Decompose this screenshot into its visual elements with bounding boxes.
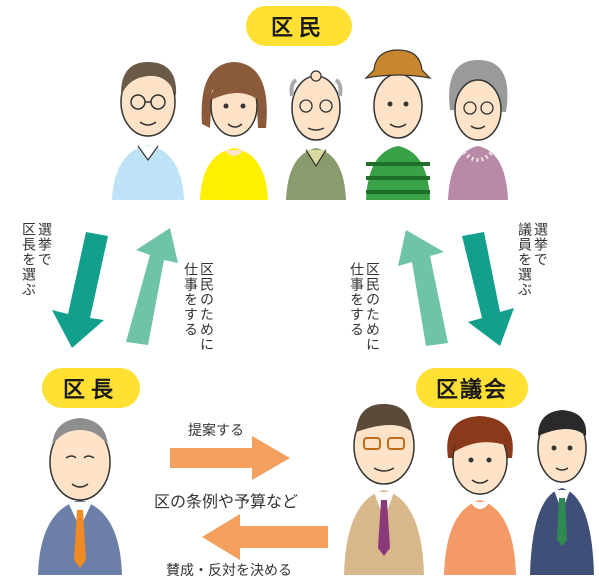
mayor-badge: 区長 xyxy=(42,368,140,408)
proposal-arrow xyxy=(170,436,290,480)
work-for-citizens-arrow-left xyxy=(126,228,178,345)
elect-assembly-arrow xyxy=(462,232,514,346)
mayor-label: 区長 xyxy=(62,378,119,403)
assembly-member-woman xyxy=(444,416,516,575)
citizens-label: 区民 xyxy=(270,16,327,41)
citizens-badge: 区民 xyxy=(246,6,352,46)
work-for-citizens-arrow-right xyxy=(398,230,448,346)
elect-mayor-label: 選挙で 区長を選ぶ xyxy=(20,222,52,297)
citizen-man-glasses xyxy=(112,62,184,200)
decision-arrow xyxy=(202,514,328,560)
assembly-member-glasses xyxy=(344,404,424,575)
citizen-elderly-man xyxy=(286,70,346,200)
citizen-man-hat xyxy=(364,49,432,200)
assembly-member-man-suit xyxy=(530,410,594,575)
assembly-label: 区議会 xyxy=(435,378,508,403)
center-label: 区の条例や予算など xyxy=(154,492,299,511)
elect-mayor-arrow xyxy=(52,232,108,348)
work-for-citizens-label-right: 区民のために 仕事をする xyxy=(348,262,380,352)
mayor-figure xyxy=(38,418,122,575)
work-for-citizens-label-left: 区民のために 仕事をする xyxy=(182,262,214,352)
assembly-badge: 区議会 xyxy=(416,368,528,408)
citizen-elderly-woman xyxy=(448,60,508,200)
citizen-woman-yellow xyxy=(200,62,268,200)
proposal-label: 提案する xyxy=(188,423,244,439)
decision-label: 賛成・反対を決める xyxy=(166,563,292,579)
elect-assembly-label: 選挙で 議員を選ぶ xyxy=(516,222,548,297)
